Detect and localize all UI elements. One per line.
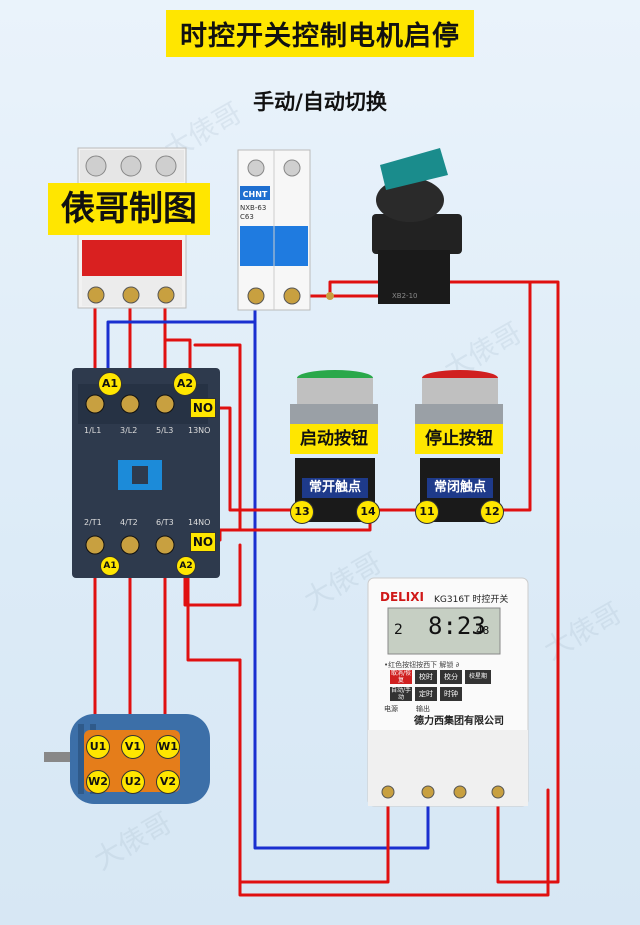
timer-lcd [387, 607, 501, 655]
timer-brand: DELIXI [380, 590, 424, 604]
start-terminal-14: 14 [356, 500, 380, 524]
page-title: 时控开关控制电机启停 [0, 10, 640, 57]
timer-lamp-label: 输出 [416, 705, 430, 713]
breaker-brand: CHNT [242, 190, 268, 199]
wire-neutral-timer [253, 298, 430, 850]
terminal-label: 4/T2 [120, 518, 138, 527]
wire-a2-bottom [183, 543, 242, 607]
motor-terminal-w1: W1 [156, 735, 180, 759]
timer-cancel-button[interactable]: 取消/恢复 [390, 670, 412, 684]
terminal-label: 5/L3 [156, 426, 174, 435]
timer-power-label: 电源 [384, 705, 398, 713]
stop-button-label: 停止按钮 [415, 424, 503, 454]
timer-time: 8:23 [428, 612, 486, 640]
stop-contact-label: 常闭触点 [427, 478, 493, 498]
contactor-a2: A2 [173, 372, 197, 396]
timer-set-week-button[interactable]: 校星期 [465, 670, 491, 684]
contactor-bottom-a2: A2 [176, 556, 196, 576]
terminal-label: 14NO [188, 518, 211, 527]
start-button-label: 启动按钮 [290, 424, 378, 454]
wire-a2-loop [193, 343, 242, 532]
start-terminal-13: 13 [290, 500, 314, 524]
brand-label: 俵哥制图 [48, 183, 210, 235]
selector-knob[interactable] [380, 148, 448, 190]
stop-button-cap[interactable] [422, 378, 498, 404]
timer-company: 德力西集团有限公司 [414, 716, 504, 727]
timer-button-panel: 取消/恢复 校时 校分 校星期 自动/手动 定时 时钟 [390, 670, 500, 701]
timer-hint: •红色按钮按西下 解锁 ∂ [384, 661, 460, 669]
stop-terminal-11: 11 [415, 500, 439, 524]
timer-set-minute-button[interactable]: 校分 [440, 670, 462, 684]
breaker-model: NXB-63 [240, 204, 267, 212]
timer-seconds: 48 [476, 624, 490, 637]
motor-terminal-v1: V1 [121, 735, 145, 759]
terminal-label: 1/L1 [84, 426, 102, 435]
motor-terminal-w2: W2 [86, 770, 110, 794]
contactor-a1: A1 [98, 372, 122, 396]
terminal-label: 2/T1 [84, 518, 102, 527]
wire-selector-stop [328, 280, 532, 512]
isolator-handle[interactable] [82, 240, 182, 276]
subtitle: 手动/自动切换 [253, 90, 387, 114]
motor-terminal-u2: U2 [121, 770, 145, 794]
timer-auto-manual-button[interactable]: 自动/手动 [390, 687, 412, 701]
timer-schedule-button[interactable]: 定时 [415, 687, 437, 701]
stop-terminal-12: 12 [480, 500, 504, 524]
contactor-bottom-a1: A1 [100, 556, 120, 576]
wire-timer-contactor [186, 568, 390, 884]
timer-day: 2 [394, 622, 403, 638]
wire-start-no [211, 406, 302, 512]
circuit-breaker [237, 149, 311, 311]
start-contact-label: 常开触点 [302, 478, 368, 498]
terminal-label: 6/T3 [156, 518, 174, 527]
timer-clock-button[interactable]: 时钟 [440, 687, 462, 701]
wire-return [238, 658, 550, 897]
start-button-cap[interactable] [297, 378, 373, 404]
terminal-label: 3/L2 [120, 426, 138, 435]
contactor-no-top: NO [190, 398, 216, 418]
contactor-no-bottom: NO [190, 532, 216, 552]
timer-set-time-button[interactable]: 校时 [415, 670, 437, 684]
title-text: 时控开关控制电机启停 [166, 10, 474, 57]
breaker-rating: C63 [240, 213, 254, 221]
motor-terminal-u1: U1 [86, 735, 110, 759]
terminal-label: 13NO [188, 426, 211, 435]
timer-model: KG316T 时控开关 [434, 595, 509, 605]
selector-switch [326, 148, 462, 304]
wire-a2-feed [163, 338, 192, 380]
motor-terminal-v2: V2 [156, 770, 180, 794]
selector-model: XB2-10 [392, 292, 418, 300]
